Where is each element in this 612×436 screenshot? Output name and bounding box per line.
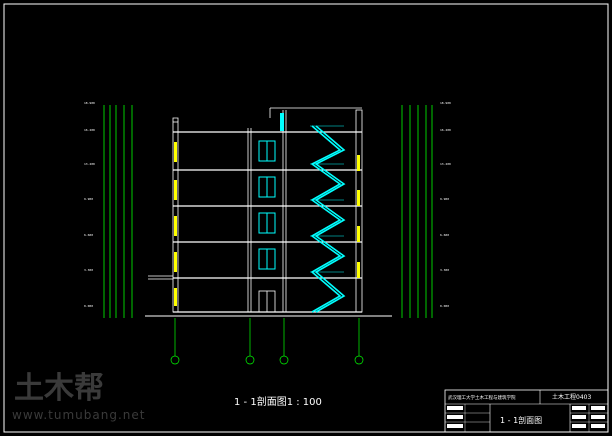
level-label: 18.900 [84, 101, 95, 105]
level-label: 3.300 [440, 268, 449, 272]
stair-flights [310, 125, 346, 313]
title-block-drawing-name: 1 - 1剖面图 [500, 415, 542, 425]
level-label: 6.600 [84, 233, 93, 237]
watermark: 土木帮 www.tumubang.net [12, 371, 145, 422]
level-label: 0.000 [84, 304, 93, 308]
axis-markers [170, 318, 364, 365]
left-level-labels: 18.900 16.200 13.200 9.900 6.600 3.300 0… [84, 101, 95, 308]
right-level-labels: 18.900 16.200 13.200 9.900 6.600 3.300 0… [440, 101, 451, 308]
level-label: 13.200 [84, 162, 95, 166]
left-dimension-column [103, 105, 133, 318]
level-label: 13.200 [440, 162, 451, 166]
level-label: 0.000 [440, 304, 449, 308]
watermark-url: www.tumubang.net [12, 408, 145, 422]
level-label: 16.200 [84, 128, 95, 132]
title-block: 武汉理工大学土木工程与建筑学院 土木工程0403 1 - 1剖面图 [444, 389, 609, 433]
drawing-border [3, 3, 609, 433]
level-label: 6.600 [440, 233, 449, 237]
level-label: 16.200 [440, 128, 451, 132]
level-label: 9.900 [440, 197, 449, 201]
level-label: 3.300 [84, 268, 93, 272]
right-dimension-column [401, 105, 433, 318]
title-block-school: 武汉理工大学土木工程与建筑学院 [448, 394, 516, 401]
title-block-project: 土木工程0403 [552, 393, 591, 401]
building-section [145, 107, 392, 317]
level-label: 9.900 [84, 197, 93, 201]
stair-handrail [310, 125, 344, 273]
watermark-logo: 土木帮 [14, 371, 104, 406]
level-label: 18.900 [440, 101, 451, 105]
drawing-title: 1 - 1剖面图1 : 100 [234, 395, 322, 408]
